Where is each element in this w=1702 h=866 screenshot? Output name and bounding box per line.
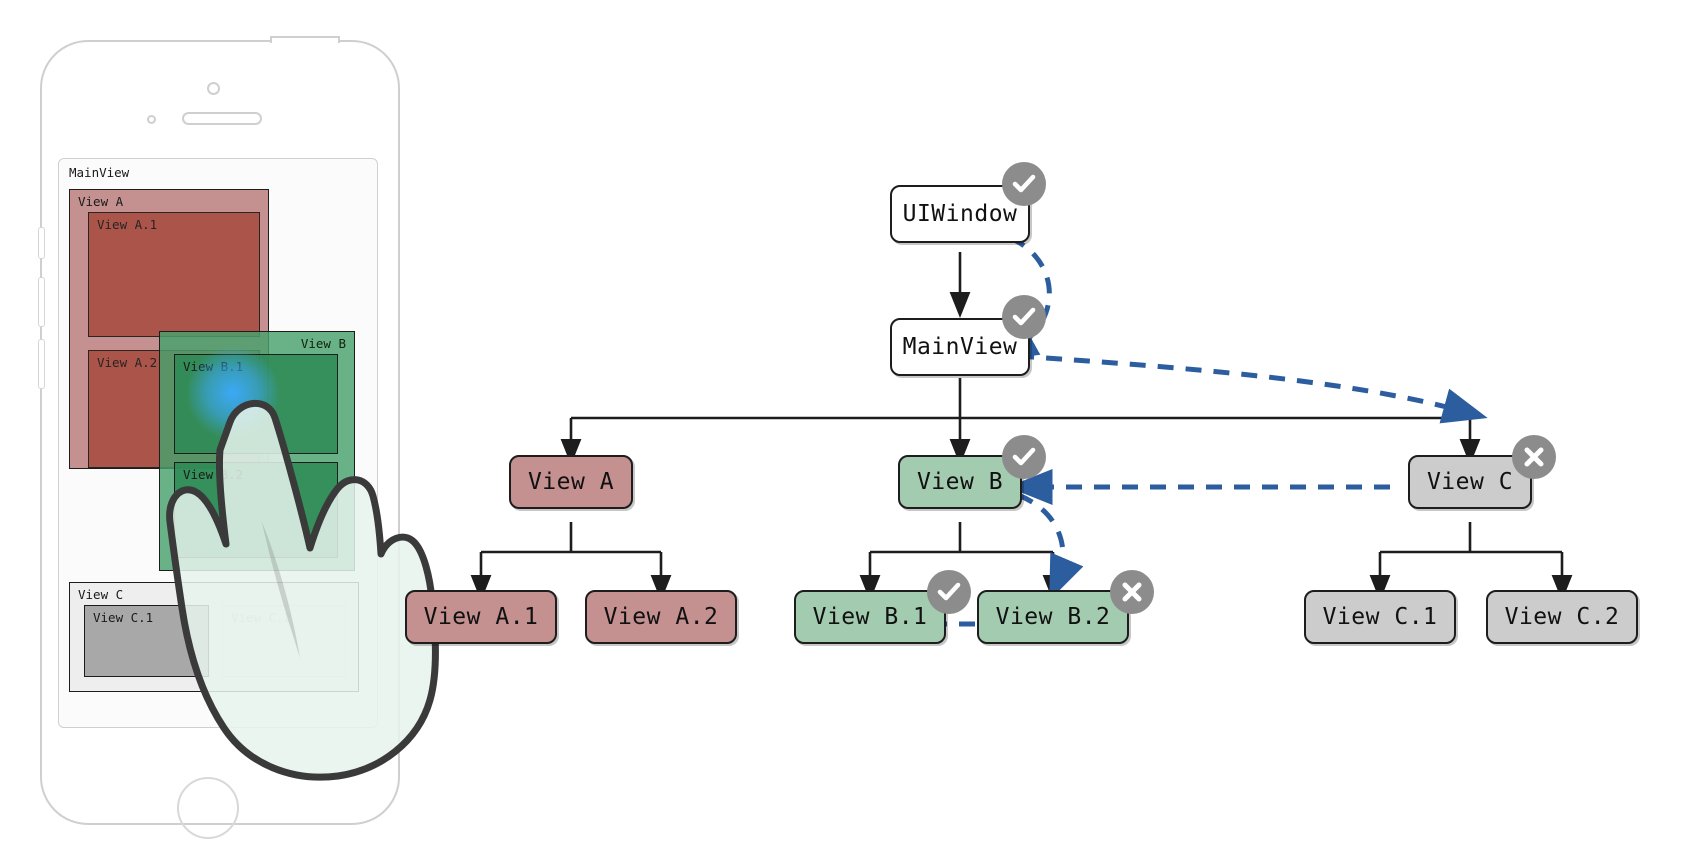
screen-mainview: MainView View A View A.1 View A.2 View C… — [58, 158, 378, 728]
hittest-mainview-viewc — [1017, 353, 1488, 424]
tree-node-view-c1[interactable]: View C.1 — [1304, 590, 1456, 644]
screen-view-b1-label: View B.1 — [183, 359, 244, 374]
tree-node-view-c1-label: View C.1 — [1322, 604, 1438, 630]
screen-view-a2-label: View A.2 — [97, 355, 158, 370]
tree-node-view-c-label: View C — [1426, 469, 1514, 495]
tree-node-view-c[interactable]: View C — [1408, 455, 1532, 509]
screen-view-c-label: View C — [78, 587, 124, 602]
tree-node-view-c2[interactable]: View C.2 — [1486, 590, 1638, 644]
tree-node-uiwindow[interactable]: UIWindow — [890, 185, 1030, 243]
speaker-icon — [182, 112, 262, 125]
tree-node-view-b1-label: View B.1 — [812, 604, 928, 630]
tree-node-view-b[interactable]: View B — [898, 455, 1022, 509]
screen-view-b-label: View B — [300, 336, 346, 351]
home-button[interactable] — [177, 777, 239, 839]
check-badge-icon — [1002, 295, 1046, 339]
phone-top-notch — [270, 36, 340, 43]
cross-badge-icon — [1512, 435, 1556, 479]
tree-edges — [470, 235, 1573, 642]
screen-view-a1-label: View A.1 — [97, 217, 158, 232]
tree-node-view-a2[interactable]: View A.2 — [585, 590, 737, 644]
screen-view-b2-label: View B.2 — [183, 467, 244, 482]
screen-view-b1[interactable]: View B.1 — [174, 354, 338, 454]
proximity-sensor-icon — [147, 115, 156, 124]
cross-badge-icon — [1110, 570, 1154, 614]
screen-view-b[interactable]: View B View B.1 View B.2 — [159, 331, 355, 571]
tree-node-view-c2-label: View C.2 — [1504, 604, 1620, 630]
screen-view-c2-label: View C.2 — [231, 610, 292, 625]
check-badge-icon — [927, 570, 971, 614]
volume-down-button[interactable] — [38, 339, 45, 389]
view-hierarchy-tree: UIWindow MainView View A View B View C V… — [405, 0, 1700, 866]
screen-view-c[interactable]: View C View C.1 View C.2 — [69, 582, 359, 692]
screen-view-c2[interactable]: View C.2 — [222, 605, 346, 677]
tree-node-view-b-label: View B — [916, 469, 1004, 495]
check-badge-icon — [1002, 162, 1046, 206]
screen-view-c1-label: View C.1 — [93, 610, 154, 625]
tree-node-view-a1[interactable]: View A.1 — [405, 590, 557, 644]
tree-node-view-b1[interactable]: View B.1 — [794, 590, 946, 644]
tree-node-mainview-label: MainView — [902, 334, 1018, 360]
check-badge-icon — [1002, 435, 1046, 479]
screen-view-a1[interactable]: View A.1 — [88, 212, 260, 337]
tree-node-view-a2-label: View A.2 — [603, 604, 719, 630]
tree-node-uiwindow-label: UIWindow — [902, 201, 1018, 227]
camera-icon — [207, 82, 220, 95]
screen-mainview-label: MainView — [69, 165, 130, 180]
screen-view-b2[interactable]: View B.2 — [174, 462, 338, 558]
screen-view-c1[interactable]: View C.1 — [84, 605, 209, 677]
volume-up-button[interactable] — [38, 277, 45, 327]
tree-node-view-b2-label: View B.2 — [995, 604, 1111, 630]
screen-view-a-label: View A — [78, 194, 124, 209]
tree-node-view-a[interactable]: View A — [509, 455, 633, 509]
silent-switch[interactable] — [38, 227, 45, 259]
tree-node-view-a1-label: View A.1 — [423, 604, 539, 630]
tree-node-view-a-label: View A — [527, 469, 615, 495]
phone-mockup: MainView View A View A.1 View A.2 View C… — [38, 36, 439, 839]
hittest-viewb-viewb2 — [1017, 492, 1084, 601]
tree-node-view-b2[interactable]: View B.2 — [977, 590, 1129, 644]
